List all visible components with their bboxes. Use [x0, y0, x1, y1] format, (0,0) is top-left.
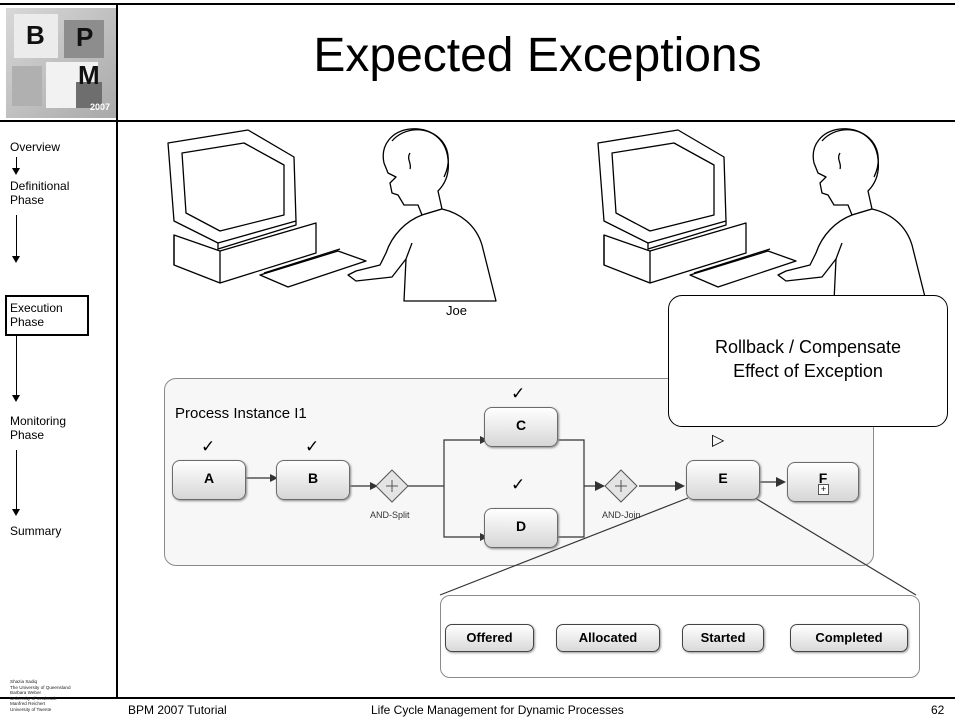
slide-title: Expected Exceptions — [313, 29, 762, 82]
completed-check-icon: ✓ — [511, 384, 526, 403]
top-border — [0, 3, 955, 5]
logo-letter-p: P — [76, 22, 94, 52]
sidebar-arrow-icon — [12, 256, 20, 263]
bpm-logo: B P M 2007 — [6, 8, 116, 118]
computer-user-illustration-joe — [167, 128, 497, 302]
header-divider — [0, 120, 955, 122]
credit-line: Manfred Reichert — [10, 701, 46, 707]
task-a[interactable]: A — [172, 460, 246, 500]
completed-check-icon: ✓ — [305, 437, 320, 456]
logo-letter-m: M — [78, 60, 100, 90]
footer-tutorial: BPM 2007 Tutorial — [128, 703, 227, 717]
page-number: 62 — [931, 703, 945, 717]
callout-line-1: Rollback / Compensate — [714, 337, 902, 357]
active-phase-box — [5, 295, 89, 336]
completed-check-icon: ✓ — [201, 437, 216, 456]
logo-letter-b: B — [26, 20, 45, 50]
task-c[interactable]: C — [484, 407, 558, 447]
sidebar-connector — [16, 450, 17, 510]
sidebar-item-execution[interactable]: Execution Phase — [10, 301, 63, 329]
state-started: Started — [682, 624, 764, 652]
sidebar-item-summary[interactable]: Summary — [10, 524, 62, 538]
task-f-label: F — [818, 470, 828, 486]
sidebar-arrow-icon — [12, 509, 20, 516]
sidebar-item-definitional[interactable]: Definitional Phase — [10, 179, 70, 207]
sidebar-item-monitoring[interactable]: Monitoring Phase — [10, 414, 67, 442]
task-d[interactable]: D — [484, 508, 558, 548]
credit-line: University of Twente — [10, 706, 52, 712]
footer-subject: Life Cycle Management for Dynamic Proces… — [371, 703, 624, 717]
sidebar-item-overview[interactable]: Overview — [10, 140, 61, 154]
state-offered: Offered — [445, 624, 534, 652]
credit-line: The University of Queensland — [10, 684, 71, 690]
user-name-joe: Joe — [446, 303, 467, 318]
task-f[interactable]: F + — [787, 462, 859, 502]
sidebar-arrow-icon — [12, 168, 20, 175]
and-join-gateway — [604, 469, 638, 503]
completed-check-icon: ✓ — [511, 475, 526, 494]
state-allocated: Allocated — [556, 624, 660, 652]
footer-divider — [0, 697, 955, 699]
sidebar-arrow-icon — [12, 395, 20, 402]
sidebar-divider — [116, 3, 118, 699]
credit-line: Shazia Sadiq — [10, 679, 38, 684]
state-completed: Completed — [790, 624, 908, 652]
logo-year: 2007 — [90, 102, 111, 112]
and-split-label: AND-Split — [370, 510, 410, 520]
and-split-gateway — [375, 469, 409, 503]
computer-user-illustration-right — [597, 128, 927, 302]
credit-line: University of Innsbruck — [10, 695, 57, 701]
current-step-icon: ▷ — [712, 432, 725, 449]
subprocess-expand-icon: + — [818, 484, 829, 495]
sidebar-connector — [16, 215, 17, 257]
author-credits: Shazia Sadiq The University of Queenslan… — [10, 679, 120, 713]
credit-line: Barbara Weber — [10, 690, 42, 696]
sidebar-connector — [16, 334, 17, 396]
task-e[interactable]: E — [686, 460, 760, 500]
callout-line-2: Effect of Exception — [733, 361, 883, 381]
task-b[interactable]: B — [276, 460, 350, 500]
process-instance-title: Process Instance I1 — [175, 405, 307, 422]
exception-callout: Rollback / Compensate Effect of Exceptio… — [668, 295, 948, 427]
and-join-label: AND-Join — [602, 510, 641, 520]
sidebar-connector — [16, 157, 17, 169]
